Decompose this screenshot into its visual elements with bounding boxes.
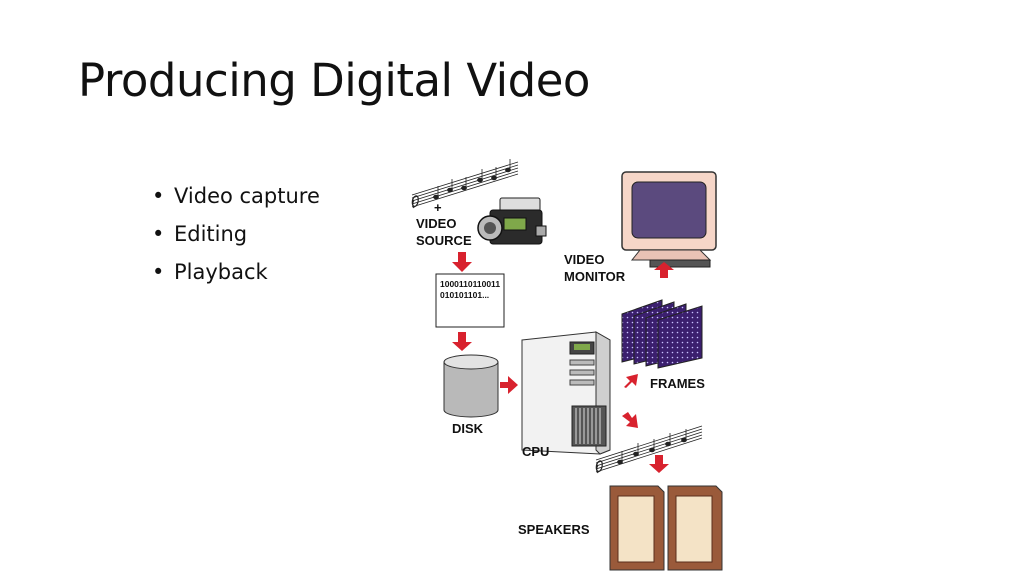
arrow-icon xyxy=(452,332,472,351)
music-notes-icon xyxy=(595,425,703,474)
video-camera-icon xyxy=(477,197,547,245)
bullet-item: Video capture xyxy=(152,178,320,216)
video-production-diagram: + VIDEO SOURCE 1000110110011 010101101..… xyxy=(411,159,723,571)
arrow-icon xyxy=(654,262,674,278)
frames-icon xyxy=(621,299,703,369)
speakers-label: SPEAKERS xyxy=(518,522,590,537)
disk-icon xyxy=(443,354,499,418)
binary-text: 010101101... xyxy=(440,290,489,300)
video-source-label: SOURCE xyxy=(416,233,472,248)
arrow-icon xyxy=(624,374,638,388)
video-monitor-label: VIDEO xyxy=(564,252,604,267)
arrow-icon xyxy=(452,252,472,272)
video-monitor-label: MONITOR xyxy=(564,269,626,284)
video-source-label: VIDEO xyxy=(416,216,456,231)
frames-label: FRAMES xyxy=(650,376,705,391)
binary-text: 1000110110011 xyxy=(440,279,500,289)
monitor-icon xyxy=(621,171,717,268)
slide-title: Producing Digital Video xyxy=(78,54,590,107)
arrow-icon xyxy=(500,376,518,394)
arrow-icon xyxy=(649,455,669,473)
bullet-item: Editing xyxy=(152,216,320,254)
speaker-icon xyxy=(609,485,665,571)
music-notes-icon xyxy=(411,159,519,209)
arrow-icon xyxy=(622,412,638,428)
speaker-icon xyxy=(667,485,723,571)
binary-data-box xyxy=(435,273,505,328)
cpu-label: CPU xyxy=(522,444,549,459)
plus-label: + xyxy=(434,200,442,215)
bullet-item: Playback xyxy=(152,254,320,292)
cpu-tower-icon xyxy=(521,331,611,455)
bullet-list: Video capture Editing Playback xyxy=(152,178,320,292)
disk-label: DISK xyxy=(452,421,484,436)
